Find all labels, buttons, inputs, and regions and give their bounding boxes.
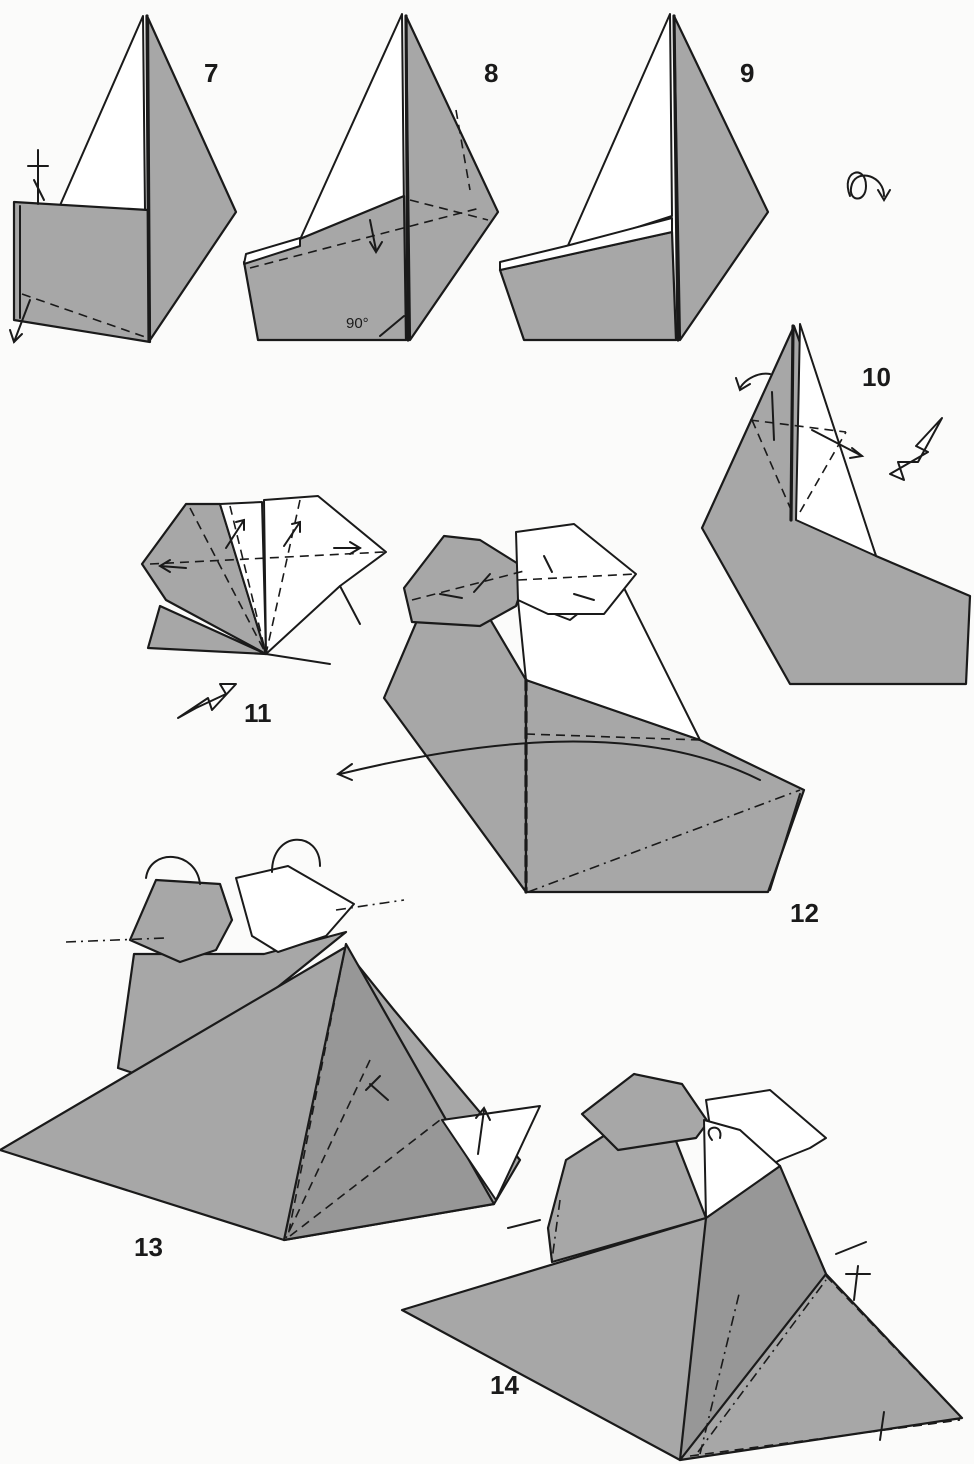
- step-13-number: 13: [134, 1232, 163, 1262]
- step-13-diagram: 13: [0, 840, 540, 1262]
- step-10-white-flap: [796, 324, 876, 556]
- step-14-number: 14: [490, 1370, 519, 1400]
- step-7-base: [14, 202, 150, 342]
- step-8-number: 8: [484, 58, 498, 88]
- step-8-diagram: 90° 8: [244, 14, 498, 340]
- step-10-push-arrow: [890, 418, 942, 480]
- step-9-number: 9: [740, 58, 754, 88]
- step-11-number: 11: [244, 698, 272, 728]
- step-7-number: 7: [204, 58, 218, 88]
- step-14-front-body: [402, 1210, 962, 1460]
- step-7-diagram: 7: [10, 16, 236, 342]
- step-9-white-point: [566, 14, 672, 250]
- step-13-left-ear: [130, 880, 232, 962]
- step-8-angle-label: 90°: [346, 315, 369, 332]
- step-12-number: 12: [790, 898, 819, 928]
- turn-over-symbol: [848, 173, 890, 200]
- step-11-right-flap: [264, 496, 386, 654]
- step-12-left-ear: [404, 536, 528, 626]
- step-7-right-flap: [148, 18, 236, 340]
- step-9-diagram: 9: [500, 14, 768, 340]
- step-10-number: 10: [862, 362, 891, 392]
- step-11-diagram: 11: [142, 496, 386, 728]
- step-10-diagram: 10: [702, 324, 970, 684]
- step-11-push-arrow: [178, 684, 236, 718]
- step-7-white-point: [58, 16, 145, 210]
